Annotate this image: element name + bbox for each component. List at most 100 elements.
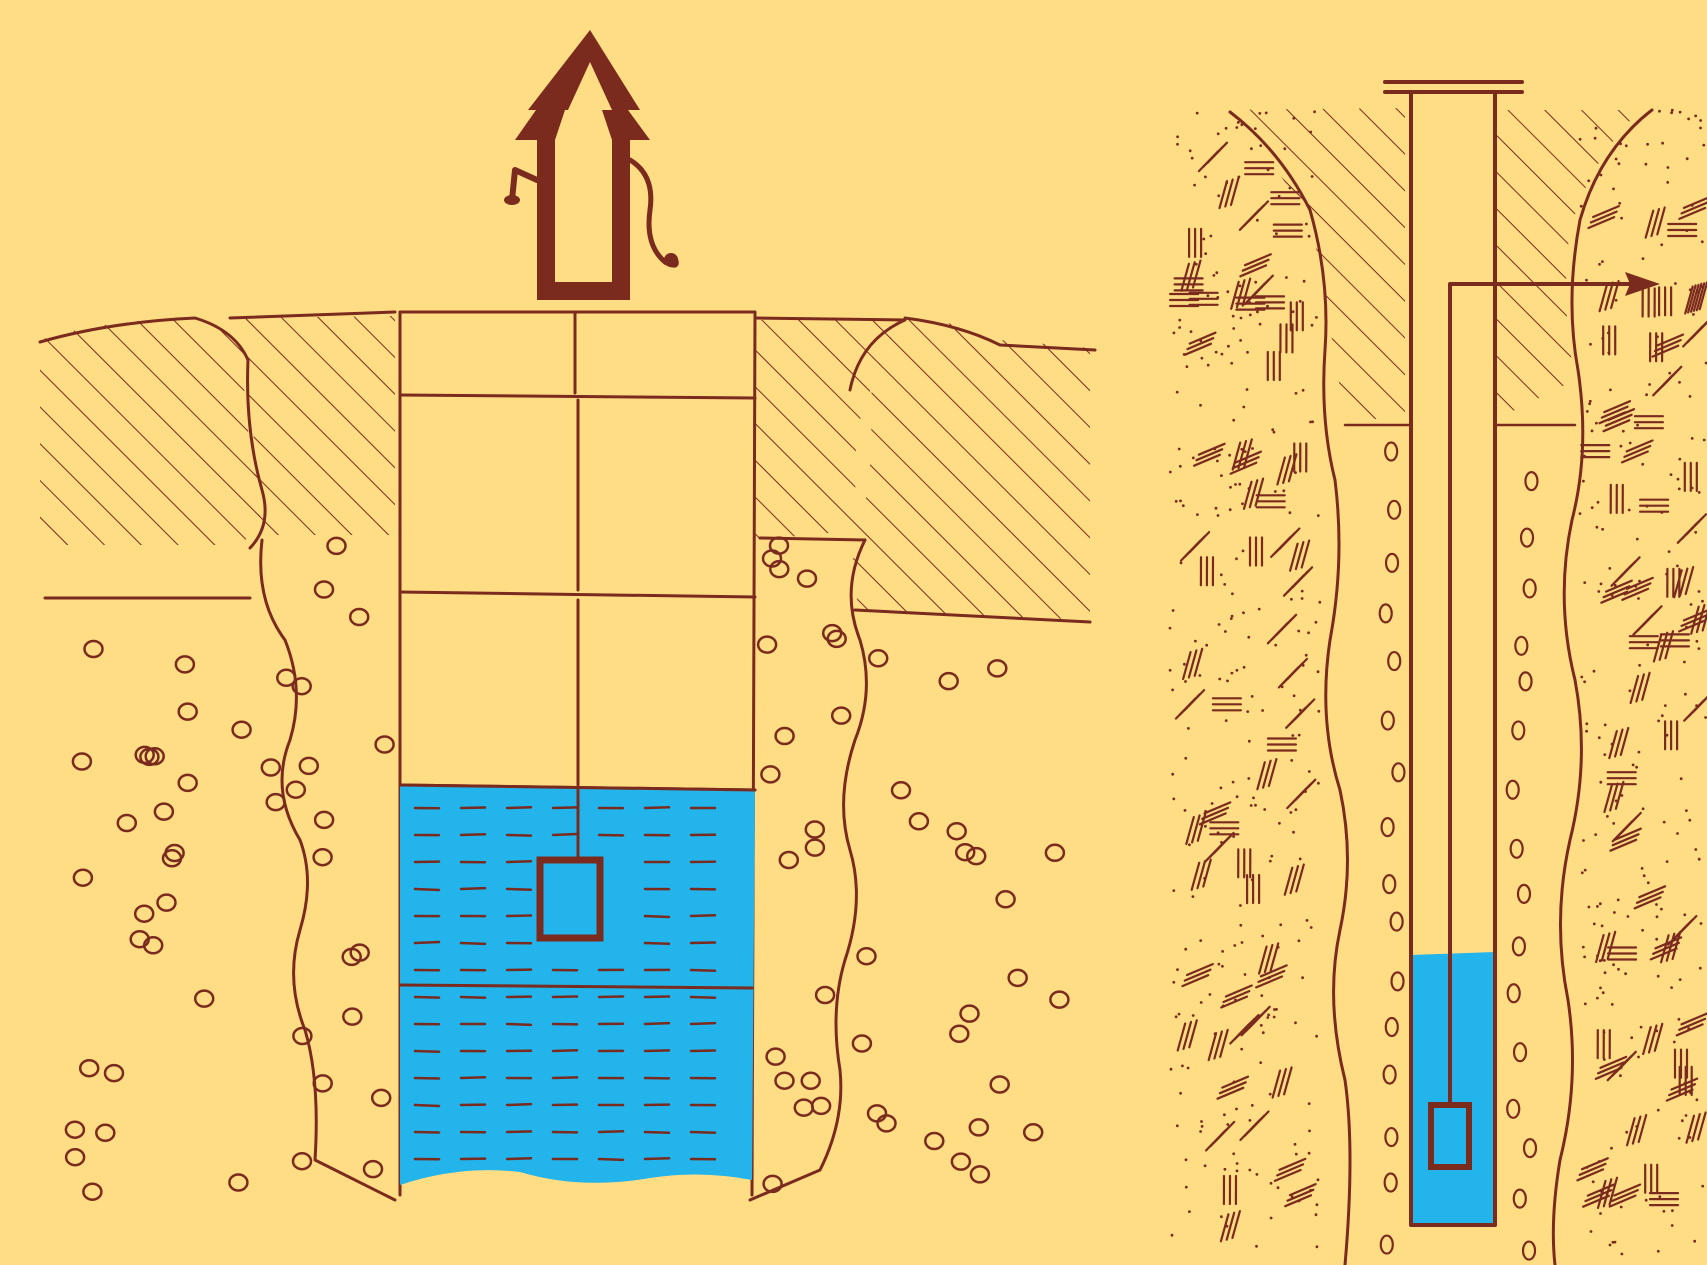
sand-dot [1239, 339, 1242, 342]
sand-stroke [1293, 567, 1313, 587]
sand-dot [1591, 506, 1594, 509]
sand-dot [1612, 963, 1615, 966]
sand-dot [1584, 1003, 1587, 1006]
sand-dot [1201, 357, 1204, 360]
sand-dot [1583, 680, 1586, 683]
sand-dot [1254, 127, 1257, 130]
sand-dot [1688, 819, 1691, 822]
sand-stroke [1253, 276, 1273, 296]
sand-dot [1233, 944, 1236, 947]
sand-dot [1637, 1056, 1640, 1059]
sand-dot [1232, 327, 1235, 330]
sand-dot [1698, 491, 1701, 494]
sand-dot [1246, 710, 1249, 713]
gravel-stone [74, 870, 92, 886]
sand-dot [1238, 483, 1241, 486]
sand-dot [1694, 115, 1697, 118]
sand-dot [1176, 391, 1179, 394]
gravel-stone [910, 813, 928, 829]
gravel-stone [66, 1149, 84, 1165]
sand-dot [1625, 144, 1628, 147]
gravel-stone [1024, 1124, 1042, 1140]
sand-dot [1285, 276, 1288, 279]
submersible-pump [1431, 1105, 1469, 1167]
water-ripple [645, 807, 669, 808]
sand-dot [1289, 511, 1292, 514]
sand-dot [1630, 1036, 1633, 1039]
water-ripple [507, 889, 531, 890]
gravel-stone [770, 538, 788, 554]
sand-stroke [1642, 606, 1662, 626]
sand-dot [1172, 889, 1175, 892]
sand-dot [1218, 623, 1221, 626]
water-ripple [507, 1104, 531, 1105]
sand-dot [1260, 1024, 1263, 1027]
sand-dot [1271, 428, 1274, 431]
sand-dot [1603, 959, 1606, 962]
sand-dot [1313, 110, 1316, 113]
sand-dot [1658, 1195, 1661, 1198]
sand-dot [1317, 670, 1320, 673]
gravel-stone [812, 1098, 830, 1114]
sand-dot [1279, 923, 1282, 926]
sand-dot [1178, 319, 1181, 322]
sand-dot [1263, 808, 1266, 811]
sand-dot [1172, 609, 1175, 612]
gravel-stone [806, 822, 824, 838]
sand-dot [1657, 975, 1660, 978]
sand-dot [1204, 825, 1207, 828]
sand-dot [1232, 315, 1235, 318]
sand-dot [1680, 777, 1683, 780]
water-ripple [507, 861, 531, 862]
sand-dot [1699, 127, 1702, 130]
gravel-stone [73, 754, 91, 770]
pump-head [504, 30, 678, 300]
sand-dot [1596, 905, 1599, 908]
sand-dot [1691, 437, 1694, 440]
water-ripple [691, 1023, 715, 1024]
sand-dot [1270, 855, 1273, 858]
sand-dot [1620, 217, 1623, 220]
sand-dot [1278, 822, 1281, 825]
sand-dot [1294, 1143, 1297, 1146]
sand-dot [1291, 734, 1294, 737]
sand-dot [1229, 486, 1232, 489]
gravel-stone [961, 1006, 979, 1022]
sand-dot [1226, 680, 1229, 683]
sand-dot [1217, 194, 1220, 197]
gravel-stone [118, 815, 136, 831]
sand-dot [1191, 157, 1194, 160]
gravel-stone [925, 1133, 943, 1149]
sand-dot [1196, 513, 1199, 516]
sand-dot [1627, 915, 1630, 918]
gravel-stone [1521, 529, 1533, 547]
gravel-stone [761, 766, 779, 782]
water-ripple [507, 1024, 531, 1025]
water-ripple [599, 1159, 623, 1160]
gravel-stone [1385, 443, 1397, 461]
gravel-stone [364, 1161, 382, 1177]
sand-stroke [1620, 557, 1640, 577]
sand-dot [1673, 1041, 1676, 1044]
casing-pipe [1411, 92, 1495, 1225]
sand-stroke [1277, 615, 1297, 635]
sand-dot [1207, 294, 1210, 297]
gravel-stone [96, 1125, 114, 1141]
water-ripple [691, 915, 715, 916]
sand-dot [1229, 508, 1232, 511]
sand-dot [1218, 678, 1221, 681]
sand-dot [1178, 1013, 1181, 1016]
sand-dot [1689, 395, 1692, 398]
water-ripple [507, 1158, 531, 1159]
water-ripple [415, 1105, 439, 1106]
gravel-stone [1520, 672, 1532, 690]
gravel-stone [314, 1075, 332, 1091]
sand-dot [1192, 1014, 1195, 1017]
sand-dot [1220, 573, 1223, 576]
drilled-well-diagram [1169, 82, 1707, 1265]
sand-dot [1641, 867, 1644, 870]
gravel-stone [376, 737, 394, 753]
water-ripple [691, 997, 715, 998]
sand-dot [1251, 447, 1254, 450]
sand-dot [1305, 223, 1308, 226]
